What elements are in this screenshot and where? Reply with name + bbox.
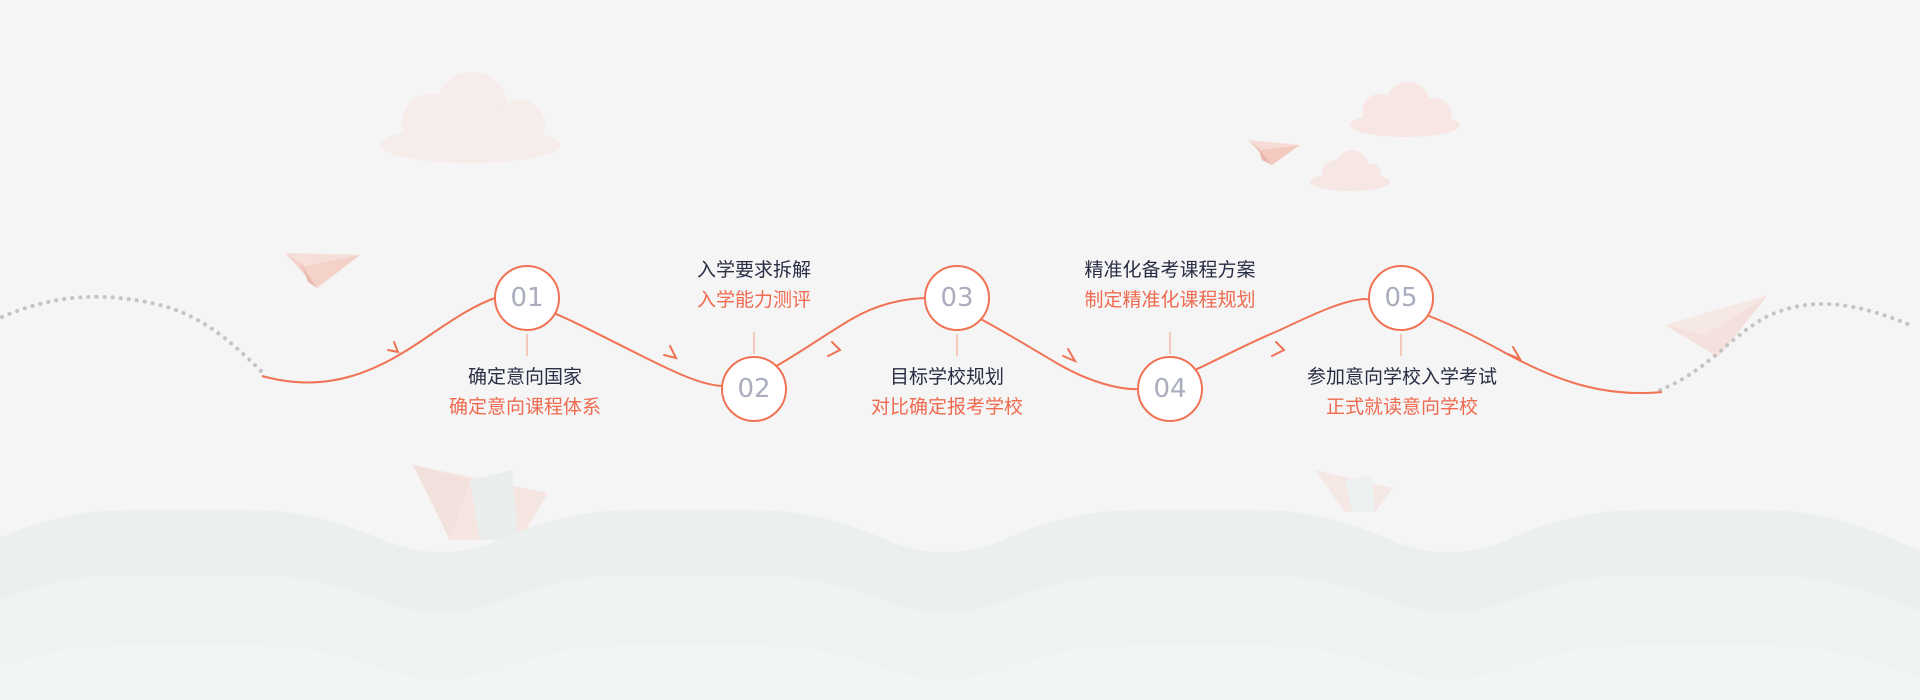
step-subtitle: 对比确定报考学校 xyxy=(870,396,1023,418)
step-number: 01 xyxy=(510,283,544,313)
step-label-03: 目标学校规划 对比确定报考学校 xyxy=(817,362,1077,422)
step-title: 精准化备考课程方案 xyxy=(1084,259,1256,281)
label-connector xyxy=(526,332,1402,356)
step-circle-02 xyxy=(721,356,787,422)
wave-band xyxy=(0,574,1920,700)
step-subtitle: 制定精准化课程规划 xyxy=(1084,289,1256,311)
step-title: 目标学校规划 xyxy=(889,366,1004,388)
step-number: 05 xyxy=(1384,283,1418,313)
step-subtitle: 正式就读意向学校 xyxy=(1325,396,1478,418)
step-number: 03 xyxy=(940,283,974,313)
step-label-04: 精准化备考课程方案 制定精准化课程规划 xyxy=(1040,255,1300,315)
step-circle-03 xyxy=(924,265,990,331)
step-title: 确定意向国家 xyxy=(467,366,582,388)
step-subtitle: 确定意向课程体系 xyxy=(448,396,601,418)
step-label-01: 确定意向国家 确定意向课程体系 xyxy=(395,362,655,422)
dotted-path-left xyxy=(0,294,264,374)
step-number: 04 xyxy=(1153,374,1187,404)
arrow-icon xyxy=(387,341,1523,364)
step-circle-04 xyxy=(1137,356,1203,422)
paper-plane-icon xyxy=(1665,295,1768,357)
cloud-icon xyxy=(1350,82,1460,137)
step-circle-01 xyxy=(494,265,560,331)
step-circle-05 xyxy=(1368,265,1434,331)
dotted-path-right xyxy=(1658,301,1912,392)
cloud-icon xyxy=(1310,150,1390,191)
step-subtitle: 入学能力测评 xyxy=(696,289,811,311)
cloud-icon xyxy=(380,72,560,163)
paper-plane-icon xyxy=(285,253,360,288)
step-label-05: 参加意向学校入学考试 正式就读意向学校 xyxy=(1272,362,1532,422)
paper-plane-icon xyxy=(1248,140,1300,165)
paper-boat-icon xyxy=(1315,470,1393,512)
step-label-02: 入学要求拆解 入学能力测评 xyxy=(624,255,884,315)
wave-band xyxy=(0,644,1920,700)
paper-boat-icon xyxy=(413,465,548,540)
step-title: 入学要求拆解 xyxy=(696,259,811,281)
step-number: 02 xyxy=(737,374,771,404)
step-title: 参加意向学校入学考试 xyxy=(1306,366,1497,388)
